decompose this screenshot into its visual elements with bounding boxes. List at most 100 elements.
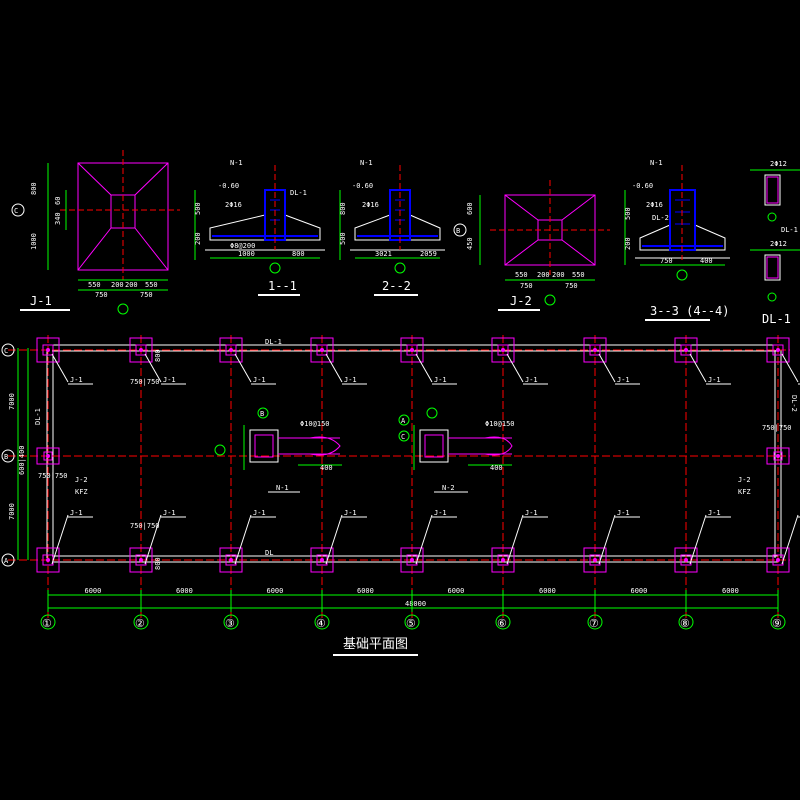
s22-rebar: 2Φ16	[362, 201, 379, 209]
detail-j1: C 800 1000 340 60 550 200 200 550 750 75…	[11, 150, 180, 315]
inset-b-rebar: Φ10@150	[300, 420, 330, 428]
svg-text:B: B	[456, 227, 460, 235]
section-3-3: N-1 DL-2 -0.60 2Φ16 750 400 500 200 3--3…	[624, 159, 730, 321]
footing-j1	[766, 337, 790, 363]
footing-label-j1: J-1	[708, 376, 721, 384]
beam-label-left: DL-1	[34, 408, 42, 425]
j2-dim-750a: 750	[520, 282, 533, 290]
inset-a-dim: 400	[490, 464, 503, 472]
footing-j1	[674, 337, 698, 363]
span-label: 6000	[539, 587, 556, 595]
footing-label-j1: J-1	[163, 509, 176, 517]
axis-bubble-x: ②	[133, 614, 149, 630]
axis-bubble-y: B	[1, 449, 15, 463]
footing-label-j1: J-1	[70, 376, 83, 384]
footing-label-j1: J-1	[434, 509, 447, 517]
j1-dim-60: 60	[54, 197, 62, 205]
dim-800-bottom: 800	[154, 557, 162, 570]
axis-label-y: A	[4, 557, 9, 565]
inset-section-b: B 400 Φ10@150 N-1	[214, 407, 342, 493]
detail-j2: B 600 450 550 200 200 550 750 750 J-2	[453, 180, 610, 311]
s33-rebar: 2Φ16	[646, 201, 663, 209]
footing-label-j1: J-1	[434, 376, 447, 384]
axis-bubble-x: ③	[223, 614, 239, 630]
footing-j1	[310, 337, 334, 363]
s11-elev: -0.60	[218, 182, 239, 190]
axis-bubble-x: ⑨	[770, 614, 786, 630]
s22-elev: -0.60	[352, 182, 373, 190]
inset-b-dim: 400	[320, 464, 333, 472]
j1-dim-750b: 750	[140, 291, 153, 299]
j1-dim-550b: 550	[145, 281, 158, 289]
j2-dim-200b: 200	[552, 271, 565, 279]
s11-dim-500: 500	[194, 202, 202, 215]
axis-label-x: ③	[225, 617, 235, 630]
footing-label-j1: J-1	[344, 376, 357, 384]
footing-label-j2-right: J-2	[738, 476, 751, 484]
span-label: 6000	[267, 587, 284, 595]
s11-dim-200: 200	[194, 232, 202, 245]
footing-j1	[129, 337, 153, 363]
s33-dim-400: 400	[700, 257, 713, 265]
section-2-2: N-1 -0.60 2Φ16 3021 2059 800 500 2--2	[339, 159, 445, 296]
axis-label-y: C	[4, 347, 8, 355]
axis-label-x: ⑥	[497, 617, 507, 630]
dl1-top-rebar: 2Φ12	[770, 160, 787, 168]
j1-dim-750a: 750	[95, 291, 108, 299]
s33-elev: -0.60	[632, 182, 653, 190]
j1-dim-1000: 1000	[30, 233, 38, 250]
j1-dim-800: 800	[30, 182, 38, 195]
svg-text:C: C	[401, 433, 405, 441]
j2-dim-550b: 550	[572, 271, 585, 279]
footing-j1	[491, 337, 515, 363]
j2-dim-600: 600	[466, 202, 474, 215]
axis-label-x: ②	[135, 617, 145, 630]
span-label: 6000	[631, 587, 648, 595]
axis-bubble-x: ⑤	[404, 614, 420, 630]
size-label-right: 750|750	[762, 424, 792, 432]
dim-600-400: 600|400	[18, 445, 26, 475]
inset-b-title: N-1	[276, 484, 289, 492]
axis-bubble-x: ④	[314, 614, 330, 630]
s11-dl1: DL-1	[290, 189, 307, 197]
footing-label-j2-left: J-2	[75, 476, 88, 484]
footing-label-j1: J-1	[708, 509, 721, 517]
footing-j1	[219, 337, 243, 363]
size-label-left: 750|750	[38, 472, 68, 480]
span-label: 6000	[85, 587, 102, 595]
j1-dim-340: 340	[54, 212, 62, 225]
s22-dim-800: 800	[339, 202, 347, 215]
j2-title: J-2	[510, 294, 532, 308]
dim-7000-a: 7000	[8, 393, 16, 410]
dl1-title-b: DL-1	[762, 312, 791, 326]
inset-a-title: N-2	[442, 484, 455, 492]
axis-label-x: ①	[42, 617, 52, 630]
footing-label-j1: J-1	[525, 376, 538, 384]
span-label: 6000	[357, 587, 374, 595]
s11-stirrup: Φ8@200	[230, 242, 255, 250]
beam-label-bottom: DL	[265, 549, 273, 557]
axis-label-x: ⑨	[772, 617, 782, 630]
drawing-title: 基础平面图	[343, 637, 408, 652]
svg-text:A: A	[401, 417, 406, 425]
s22-n1: N-1	[360, 159, 373, 167]
dl1-sections: 2Φ12 DL-1 2Φ12 DL-1	[750, 160, 800, 326]
footings	[36, 337, 790, 573]
s11-title: 1--1	[268, 279, 297, 293]
j1-dim-200a: 200	[111, 281, 124, 289]
grid-lines	[8, 335, 790, 620]
s22-dim-2059: 2059	[420, 250, 437, 258]
axis-bubble-x: ⑦	[587, 614, 603, 630]
footing-label-j1: J-1	[617, 509, 630, 517]
j2-dim-550a: 550	[515, 271, 528, 279]
footing-j2	[36, 447, 60, 465]
axis-label-x: ⑦	[589, 617, 599, 630]
s33-dim-500: 500	[624, 207, 632, 220]
beam-label-right: DL-2	[790, 395, 798, 412]
svg-text:B: B	[260, 410, 264, 418]
dim-7000-b: 7000	[8, 503, 16, 520]
footing-label-j1: J-1	[525, 509, 538, 517]
